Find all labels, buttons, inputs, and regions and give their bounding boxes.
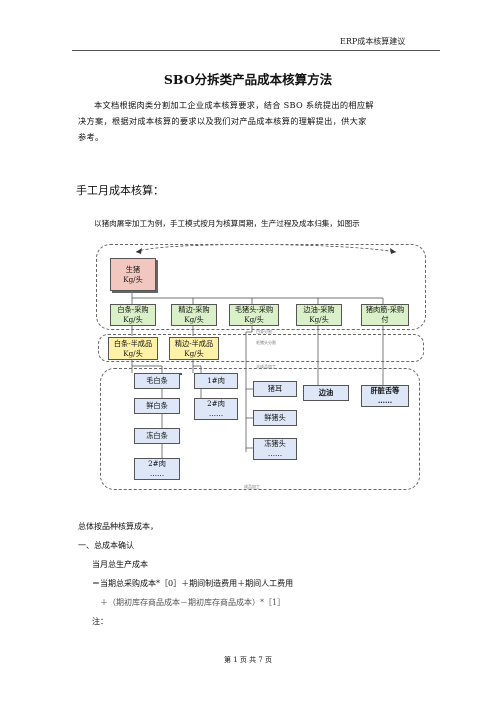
product-label: 冻猪头 bbox=[264, 439, 286, 448]
tiny-label: 白条分割 bbox=[256, 329, 272, 334]
body-line-1: 总体按品种核算成本， bbox=[78, 522, 158, 531]
semi-product-label: 白条-半成品 bbox=[113, 338, 153, 348]
document-title: SBO分拆类产品成本核算方法 bbox=[163, 72, 333, 87]
semi-region bbox=[98, 334, 424, 362]
semi-product-label: 精边-半成品 bbox=[174, 338, 214, 348]
purchase-box: 白条-采购 Kg/头 bbox=[110, 304, 156, 326]
intro-paragraph: 本文档根据肉类分割加工企业成本核算要求，结合 SBO 系统提出的相应解 决方案，… bbox=[78, 97, 438, 145]
purchase-box-label: 白条-采购 bbox=[117, 305, 149, 314]
semi-product-unit: Kg/头 bbox=[184, 348, 204, 358]
intro-line-2: 决方案，根据对成本核算的要求以及我们对产品成本核算的理解提出，供大家 bbox=[78, 116, 367, 126]
purchase-box-label: 猪肉筋-采购 bbox=[365, 305, 405, 314]
body-line-3: 当月总生产成本 bbox=[92, 560, 148, 569]
product-label: 肝脏舌等 bbox=[370, 386, 400, 395]
product-ellipsis: …… bbox=[267, 449, 283, 458]
section-heading: 手工月成本核算： bbox=[76, 184, 164, 197]
product-box-side-oil: 边油 bbox=[303, 385, 349, 401]
purchase-box-unit: Kg/头 bbox=[244, 315, 264, 324]
body-line-5: ＋（期初库存商品成本－期初库存商品成本）*［1］ bbox=[100, 598, 286, 607]
body-line-4: ＝当期总采购成本*［0］＋期间制造费用＋期间人工费用 bbox=[92, 579, 294, 588]
purchase-box: 精边-采购 Kg/头 bbox=[171, 304, 217, 326]
product-ellipsis: …… bbox=[149, 469, 165, 478]
product-box: 2#肉 …… bbox=[134, 458, 180, 480]
purchase-box-label: 毛猪头-采购 bbox=[234, 305, 274, 314]
source-live-pig: 生猪 Kg/头 bbox=[110, 258, 156, 291]
semi-product-box: 精边-半成品 Kg/头 bbox=[169, 337, 219, 360]
body-line-2: 一、总成本确认 bbox=[78, 541, 134, 550]
diagram-caption: 以猪肉屠宰加工为例，手工模式按月为核算周期，生产过程及成本归集，如图示 bbox=[94, 219, 360, 228]
product-box: 1#肉 bbox=[194, 373, 238, 389]
source-unit: Kg/头 bbox=[123, 274, 143, 284]
product-box: 鲜白条 bbox=[134, 398, 180, 414]
source-label: 生猪 bbox=[125, 264, 141, 274]
intro-line-3: 参考。 bbox=[78, 132, 104, 142]
product-box: 毛白条 bbox=[134, 373, 180, 389]
intro-line-1: 本文档根据肉类分割加工企业成本核算要求，结合 SBO 系统提出的相应解 bbox=[94, 100, 374, 110]
purchase-box: 猪肉筋-采购 付 bbox=[361, 304, 409, 326]
product-region bbox=[100, 368, 420, 490]
product-box: 2#肉 …… bbox=[194, 398, 238, 420]
body-line-6: 注： bbox=[92, 617, 108, 626]
product-label: 2#肉 bbox=[148, 459, 166, 468]
purchase-box-label: 精边-采购 bbox=[178, 305, 210, 314]
purchase-box-unit: 付 bbox=[381, 315, 389, 324]
purchase-region bbox=[96, 244, 426, 330]
product-ellipsis: …… bbox=[377, 396, 393, 405]
running-header: ERP成本核算建议 bbox=[340, 37, 406, 46]
process-diagram: 生猪 Kg/头 白条-采购 Kg/头 精边-采购 Kg/头 毛猪头-采购 Kg/… bbox=[96, 240, 426, 500]
tiny-label: 成品加工 bbox=[244, 484, 260, 489]
purchase-box-unit: Kg/头 bbox=[309, 315, 329, 324]
product-box-offal: 肝脏舌等 …… bbox=[361, 385, 409, 407]
purchase-box-unit: Kg/头 bbox=[123, 315, 143, 324]
purchase-box-unit: Kg/头 bbox=[184, 315, 204, 324]
page-footer: 第 1 页 共 7 页 bbox=[223, 656, 273, 664]
product-box: 冻猪头 …… bbox=[253, 438, 297, 460]
semi-product-box: 白条-半成品 Kg/头 bbox=[108, 337, 158, 360]
tiny-label: 毛猪头分割 bbox=[256, 340, 276, 345]
purchase-box: 毛猪头-采购 Kg/头 bbox=[229, 304, 279, 326]
purchase-box-label: 边油-采购 bbox=[303, 305, 335, 314]
product-label: 2#肉 bbox=[207, 399, 225, 408]
tiny-label: 半成品加工 bbox=[256, 364, 276, 369]
header-rule bbox=[72, 50, 440, 51]
product-box: 冻白条 bbox=[134, 428, 180, 444]
product-ellipsis: …… bbox=[208, 409, 224, 418]
product-box: 鲜猪头 bbox=[253, 410, 297, 426]
product-box: 猪耳 bbox=[253, 381, 297, 397]
purchase-box: 边油-采购 Kg/头 bbox=[296, 304, 342, 326]
body-text: 总体按品种核算成本， 一、总成本确认 当月总生产成本 ＝当期总采购成本*［0］＋… bbox=[78, 517, 438, 631]
semi-product-unit: Kg/头 bbox=[123, 348, 143, 358]
